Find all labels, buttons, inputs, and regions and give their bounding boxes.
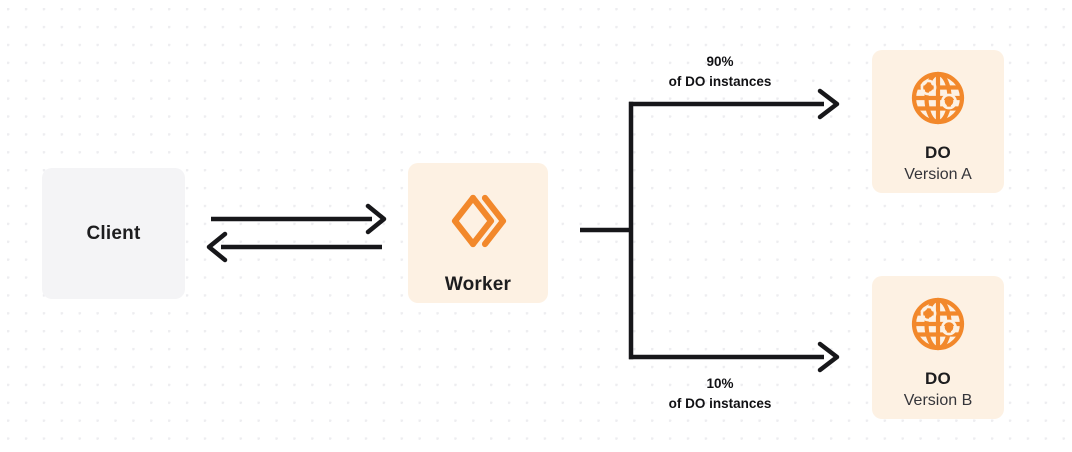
- globe-icon: [909, 69, 967, 127]
- node-client-label: Client: [86, 222, 141, 244]
- globe-icon: [909, 295, 967, 353]
- node-worker-label: Worker: [444, 274, 512, 295]
- node-worker[interactable]: Worker: [408, 163, 548, 303]
- edge-label-do-b-percent: 10%: [706, 376, 734, 391]
- node-do-version-b[interactable]: DO Version B: [872, 276, 1004, 419]
- edge-label-do-b-description: of DO instances: [668, 395, 772, 411]
- edge-label-do-a: 90% of DO instances: [655, 52, 785, 91]
- node-client[interactable]: Client: [42, 168, 185, 299]
- fork-connector: [580, 101, 634, 360]
- node-do-b-label: DO: [924, 369, 952, 388]
- edge-label-do-a-percent: 90%: [706, 54, 734, 69]
- arrow-worker-to-client: [206, 231, 382, 263]
- arrow-client-to-worker: [211, 203, 387, 235]
- edge-label-do-a-description: of DO instances: [668, 73, 772, 89]
- node-do-a-sublabel: Version A: [904, 166, 972, 183]
- arrow-worker-to-do-a: [629, 88, 840, 120]
- cloudflare-workers-icon: [447, 190, 509, 252]
- node-do-b-sublabel: Version B: [903, 392, 973, 409]
- edge-label-do-b: 10% of DO instances: [655, 374, 785, 413]
- node-do-a-label: DO: [924, 143, 952, 162]
- arrow-worker-to-do-b: [629, 341, 840, 373]
- node-do-version-a[interactable]: DO Version A: [872, 50, 1004, 193]
